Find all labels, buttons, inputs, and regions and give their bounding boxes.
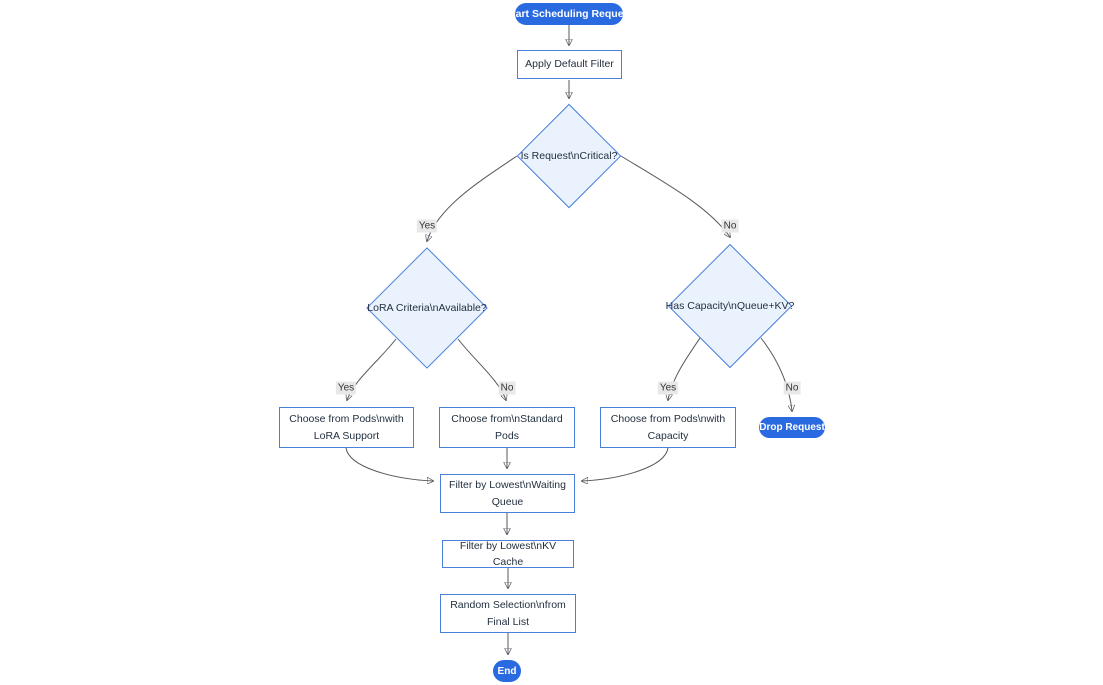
node-random-selection-final-list: Random Selection\nfrom Final List [440,594,576,633]
node-label: Choose from\nStandard Pods [451,413,563,442]
edge-label-critical-no: No [721,219,739,233]
edge-critical-yes-to-lora [427,155,518,241]
node-label: End [497,665,517,677]
node-start-scheduling-request: Start Scheduling Request [505,3,633,25]
node-label: LoRA Criteria\nAvailable? [367,302,487,314]
node-filter-lowest-waiting-queue: Filter by Lowest\nWaiting Queue [440,474,575,513]
node-label: Random Selection\nfrom Final List [450,599,566,628]
node-is-request-critical: Is Request\nCritical? [516,103,622,208]
node-choose-pods-capacity: Choose from Pods\nwith Capacity [600,407,736,448]
node-label: Has Capacity\nQueue+KV? [665,300,795,312]
edge-capacity-no-to-drop [760,337,792,411]
node-label: Drop Request [759,422,825,433]
edge-label-lora-yes: Yes [335,381,357,395]
node-lora-criteria-available: LoRA Criteria\nAvailable? [366,247,488,369]
edge-label-critical-yes: Yes [416,219,438,233]
node-filter-lowest-kv-cache: Filter by Lowest\nKV Cache [442,540,574,568]
node-drop-request: Drop Request [759,417,825,438]
node-apply-default-filter: Apply Default Filter [517,50,622,79]
node-has-capacity-queue-kv: Has Capacity\nQueue+KV? [665,243,795,369]
node-label: Filter by Lowest\nWaiting Queue [449,479,566,508]
node-label: Is Request\nCritical? [520,149,618,162]
node-end: End [493,660,521,682]
node-label: Choose from Pods\nwith Capacity [610,413,726,442]
node-label: Choose from Pods\nwith LoRA Support [289,413,404,442]
node-label: Apply Default Filter [525,58,614,71]
edge-critical-no-to-capacity [620,155,730,237]
edge-capacity-pods-to-filter [582,447,669,481]
edge-label-capacity-no: No [783,381,801,395]
node-label: Start Scheduling Request [505,8,633,20]
node-label: Filter by Lowest\nKV Cache [459,539,557,568]
edge-label-capacity-yes: Yes [657,381,679,395]
node-choose-pods-lora-support: Choose from Pods\nwith LoRA Support [279,407,414,448]
edge-label-lora-no: No [498,381,516,395]
edge-choose-lora-to-filter [345,447,433,481]
node-choose-standard-pods: Choose from\nStandard Pods [439,407,575,448]
